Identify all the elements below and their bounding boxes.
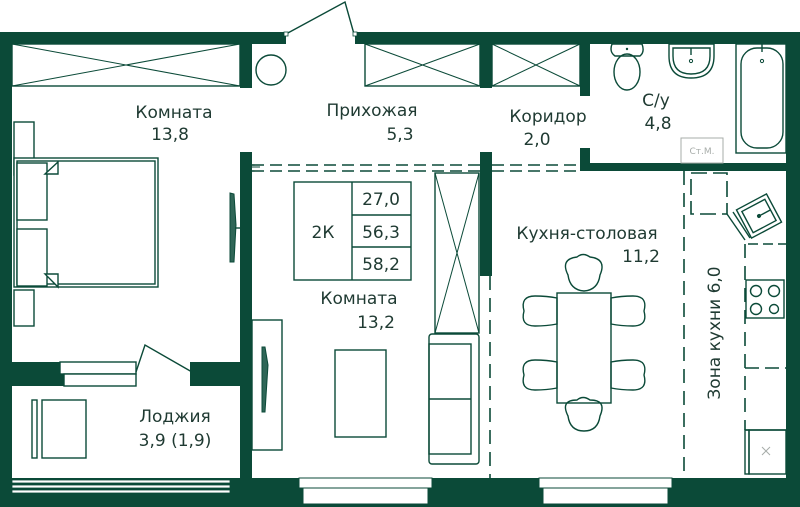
corridor-area: 2,0 <box>523 130 550 150</box>
bathroom-area: 4,8 <box>644 114 671 134</box>
kitchen-zone-label: Зона кухни 6,0 <box>705 266 725 399</box>
loggia-furniture <box>31 399 87 459</box>
dining-set <box>522 253 646 432</box>
room-labels: Комната 13,8 Прихожая 5,3 Коридор 2,0 С/… <box>135 91 725 451</box>
loggia-area: 3,9 (1,9) <box>139 431 212 451</box>
loggia-door <box>59 343 193 387</box>
dashed-boundaries <box>252 164 685 478</box>
room-2-furniture <box>251 172 480 465</box>
room-1-area: 13,8 <box>151 125 189 145</box>
room-2-area: 13,2 <box>357 313 395 333</box>
hanger-icon <box>255 54 287 86</box>
corridor-name: Коридор <box>509 107 586 127</box>
kitchen-dining-area: 11,2 <box>622 247 660 267</box>
entrance-door <box>283 0 358 37</box>
summary-table: 2К 27,0 56,3 58,2 <box>293 181 412 281</box>
hallway-area: 5,3 <box>386 125 413 145</box>
summary-total-area: 56,3 <box>362 223 400 243</box>
kitchen-dining-name: Кухня-столовая <box>516 224 657 244</box>
room-2-name: Комната <box>320 289 397 309</box>
bathroom-fixtures: Ст.М. <box>610 43 787 164</box>
summary-living-area: 27,0 <box>362 190 400 210</box>
windows-top <box>11 43 581 87</box>
bathroom-name: С/у <box>642 91 670 111</box>
washing-machine-label: Ст.М. <box>689 147 714 157</box>
summary-type: 2К <box>312 223 335 243</box>
loggia-name: Лоджия <box>139 407 211 427</box>
summary-total-with-loggia: 58,2 <box>362 255 400 275</box>
hallway-name: Прихожая <box>326 101 417 121</box>
room-1-name: Комната <box>135 103 212 123</box>
windows-bottom <box>11 477 673 505</box>
kitchen-furniture <box>690 172 787 475</box>
tv-room-1 <box>229 192 240 263</box>
bed <box>13 121 159 327</box>
